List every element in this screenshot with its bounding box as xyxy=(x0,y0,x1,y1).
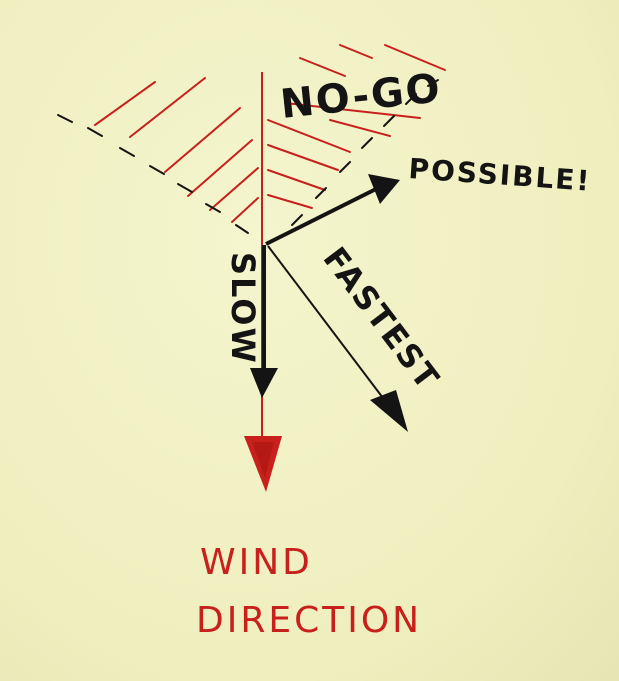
possible-arrow xyxy=(265,174,400,246)
possible-label: POSSIBLE! xyxy=(408,152,593,198)
slow-label: SLOW xyxy=(224,252,262,365)
fastest-arrow xyxy=(267,245,408,432)
wind-label-line2: DIRECTION xyxy=(196,600,422,641)
fastest-label: FASTEST xyxy=(316,240,448,397)
wind-label-line1: WIND xyxy=(200,542,313,583)
no-go-boundary-dashes xyxy=(57,79,439,234)
slow-arrow xyxy=(250,245,278,398)
no-go-zone-hatching xyxy=(94,44,446,223)
